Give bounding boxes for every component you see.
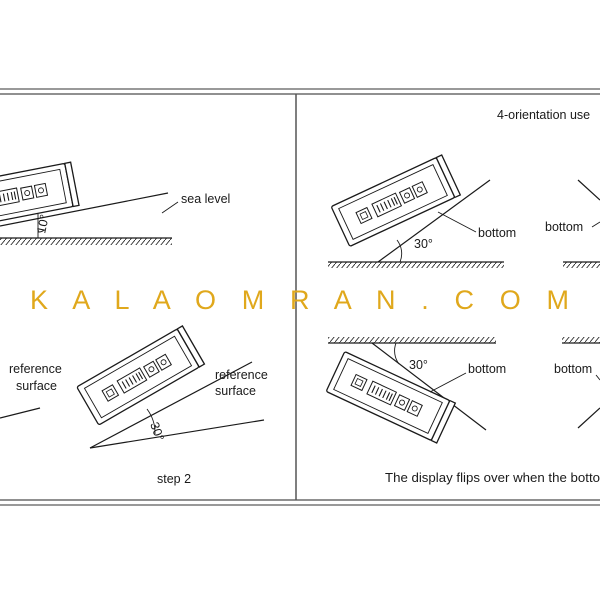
angle-label-upper: 30° [414,237,433,251]
incline-30 [89,361,253,449]
level-device-lower [325,350,456,444]
level-device-step2 [76,325,206,426]
angle-arc-upper [396,239,403,263]
watermark-text: K A L A O M R A N . C O M [30,285,570,315]
bottom-label-4: bottom [554,362,592,376]
reference-surface-left-label-2: surface [16,379,57,393]
angle-label-30-step2: 30° [147,420,167,443]
panel-frame [0,88,600,506]
sea-level-label: sea level [181,192,230,206]
bottom-label-3: bottom [468,362,506,376]
incline-lower [371,342,487,431]
angle-arc-lower [394,342,400,365]
right-panel: 4-orientation use 30° bottom bottom [325,108,600,485]
reference-surface-left-label-1: reference [9,362,62,376]
bottom-label-2: bottom [545,220,583,234]
left-panel: 10° sea level reference surface 30° refe… [0,161,268,486]
bottom-leader-2 [591,221,600,228]
bottom-leader-4 [595,374,600,381]
angle-arc-10 [37,229,45,233]
ceiling-hatch-lower [328,337,496,344]
ground-hatch-upper [328,261,504,268]
bottom-label-1: bottom [478,226,516,240]
ceiling-hatch-lower-right [562,337,600,344]
angle-arc-30-step2 [146,408,156,435]
angle-label-lower: 30° [409,358,428,372]
orientation-title: 4-orientation use [497,108,590,122]
bottom-leader-3 [429,372,467,393]
reference-surface-right-label-2: surface [215,384,256,398]
bottom-leader-1 [437,211,477,233]
ground-hatch-top-left [0,237,172,245]
reference-surface-right-line [89,419,265,449]
angle-label-10: 10° [34,213,52,234]
flip-caption: The display flips over when the botto [385,471,600,485]
ground-hatch-upper-right [563,261,600,268]
incline-lower-right [577,407,600,429]
incline-upper-right [577,179,600,201]
incline-upper [377,179,491,263]
sea-level-leader [161,201,179,214]
reference-surface-left-line [0,407,41,419]
step-label: step 2 [157,472,191,486]
reference-surface-right-label-1: reference [215,368,268,382]
incline-10 [0,192,169,227]
level-device-upper [330,154,461,248]
